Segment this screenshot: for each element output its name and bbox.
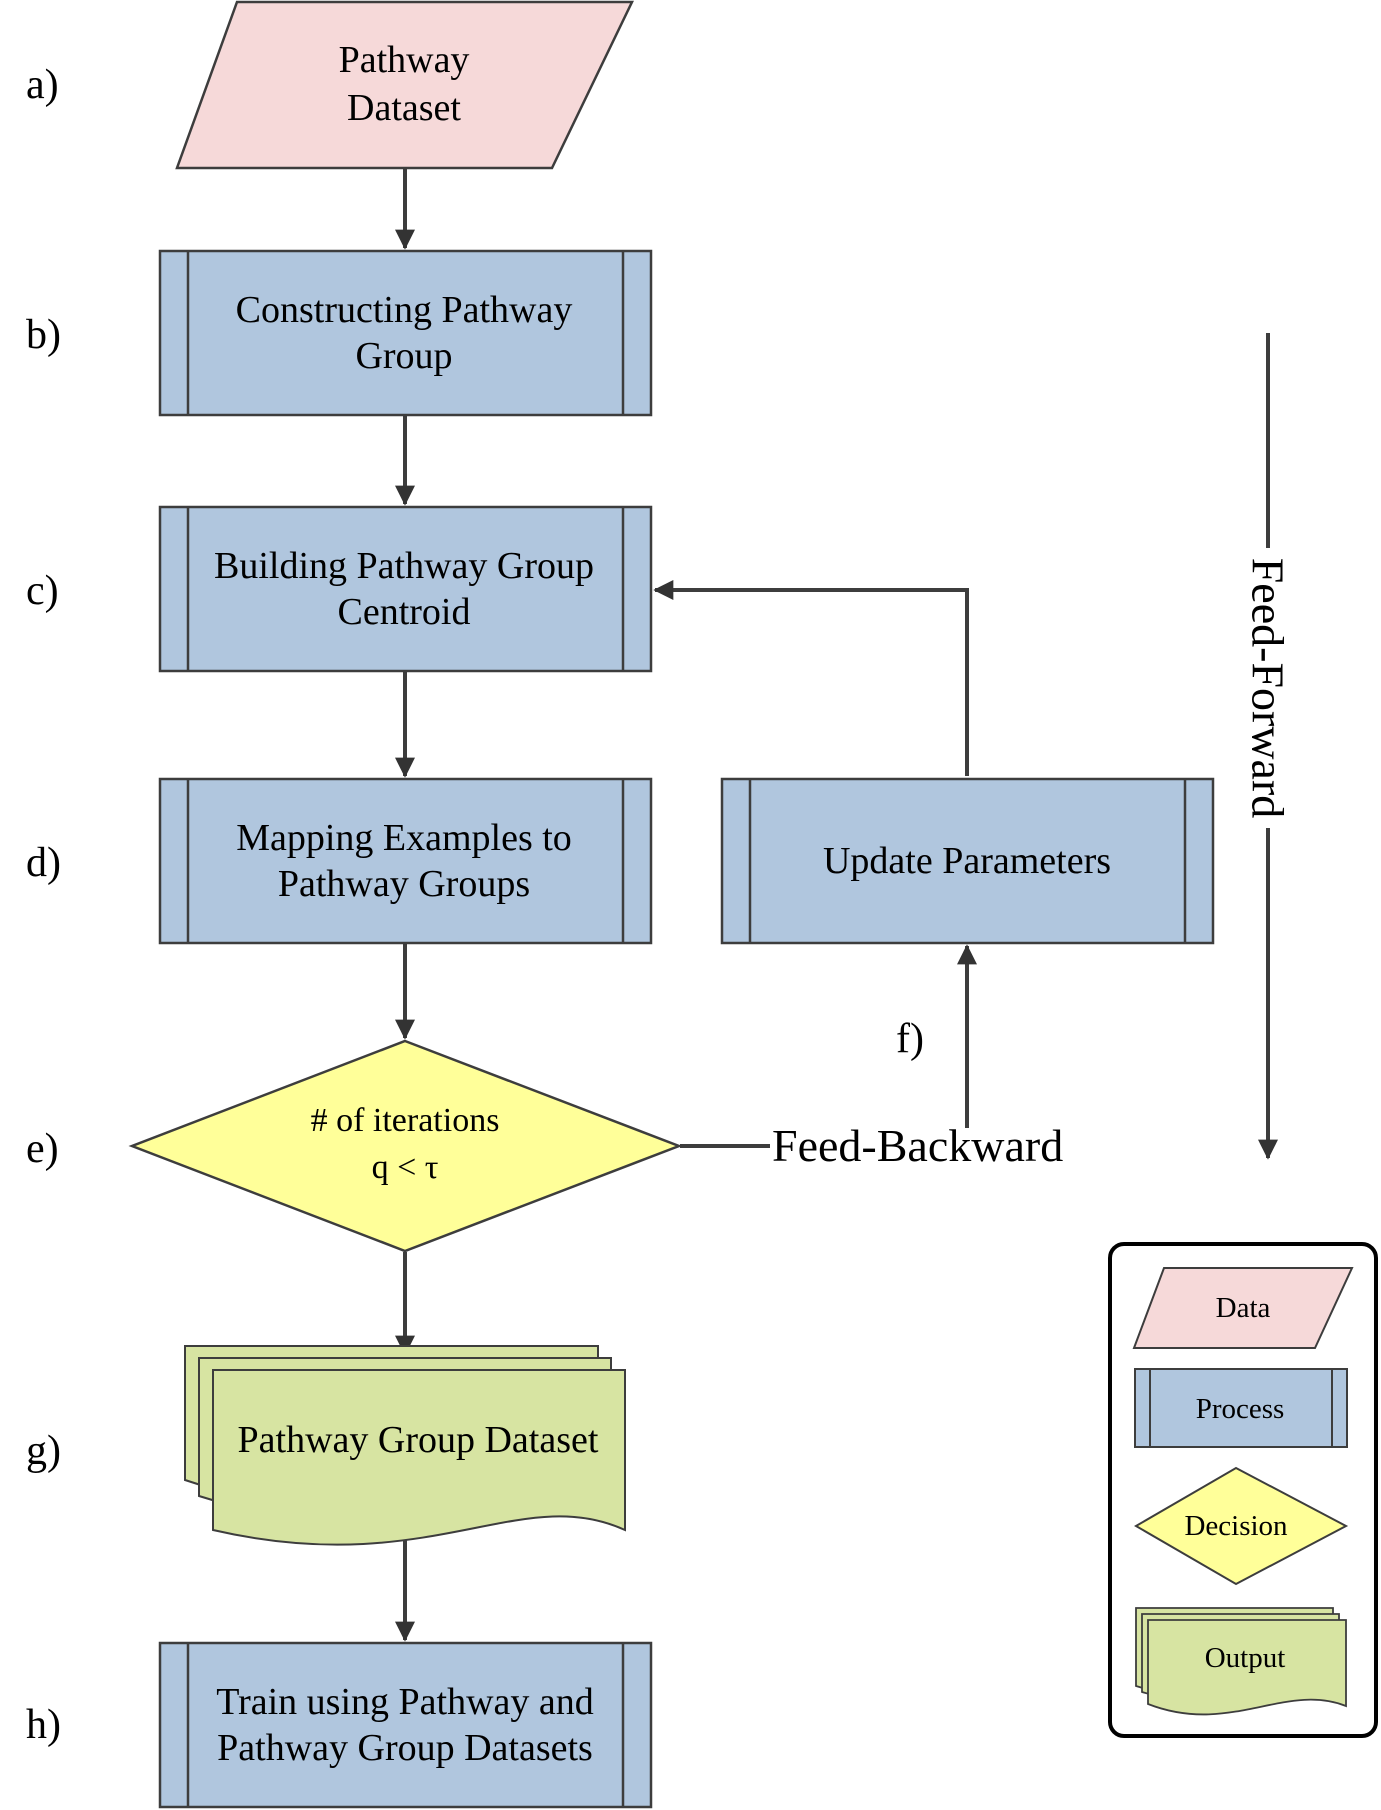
node-a-line-2: Dataset [347,87,461,129]
node-g-text: Pathway Group Dataset [238,1419,599,1461]
process-shape [158,249,653,417]
node-pathway-dataset: Pathway Dataset [175,0,634,170]
process-shape [158,1641,653,1809]
legend-output-front-sheet [1147,1619,1347,1716]
step-labels: a) b) c) d) e) g) h) f) [26,62,924,1748]
node-building-centroid: Building Pathway Group Centroid [158,505,653,673]
node-mapping-examples: Mapping Examples to Pathway Groups [158,777,653,945]
node-constructing-pathway-group: Constructing Pathway Group [158,249,653,417]
update-parameters-text: Update Parameters [823,840,1111,882]
feed-backward-label: Feed-Backward [772,1120,1063,1171]
step-label-h: h) [26,1702,61,1748]
legend-item-data: Data [1132,1267,1354,1349]
legend-process-shape [1134,1368,1348,1448]
process-shape [720,777,1215,945]
node-d-line-1: Mapping Examples to [236,817,572,859]
node-c-line-1: Building Pathway Group [214,545,594,587]
node-iterations-decision: # of iterations q < τ [128,1039,683,1253]
feed-forward-label: Feed-Forward [1243,558,1294,819]
step-label-c: c) [26,568,59,614]
output-front-sheet [212,1369,626,1546]
legend-item-process: Process [1134,1368,1348,1448]
legend: Data Process Decision Output [1108,1242,1378,1738]
decision-shape [128,1039,683,1253]
legend-data-label: Data [1216,1292,1271,1324]
node-b-line-2: Group [355,335,452,377]
node-a-line-1: Pathway [339,39,470,81]
node-e-line-1: # of iterations [311,1102,500,1139]
step-label-d: d) [26,840,61,886]
node-h-line-1: Train using Pathway and [216,1681,594,1723]
legend-item-decision: Decision [1134,1466,1349,1586]
node-b-line-1: Constructing Pathway [236,289,573,331]
legend-data-shape [1132,1267,1354,1349]
legend-process-label: Process [1196,1393,1285,1425]
connectors [395,168,1278,1642]
node-d-line-2: Pathway Groups [278,863,530,905]
legend-decision-shape [1134,1466,1349,1586]
node-pathway-group-dataset: Pathway Group Dataset [184,1345,626,1546]
node-e-line-2: q < τ [372,1149,439,1186]
step-label-a: a) [26,62,59,108]
node-c-line-2: Centroid [338,591,471,633]
arrow-update-to-c [653,580,969,776]
legend-output-label: Output [1205,1642,1286,1674]
process-shape [158,777,653,945]
data-shape [175,0,634,170]
step-label-f: f) [896,1016,924,1062]
step-label-e: e) [26,1126,59,1172]
process-shape [158,505,653,673]
step-label-g: g) [26,1428,61,1474]
legend-decision-label: Decision [1184,1510,1288,1542]
node-train: Train using Pathway and Pathway Group Da… [158,1641,653,1809]
node-update-parameters: Update Parameters [720,777,1215,945]
legend-item-output: Output [1135,1607,1347,1716]
step-label-b: b) [26,312,61,358]
node-h-line-2: Pathway Group Datasets [217,1727,593,1769]
